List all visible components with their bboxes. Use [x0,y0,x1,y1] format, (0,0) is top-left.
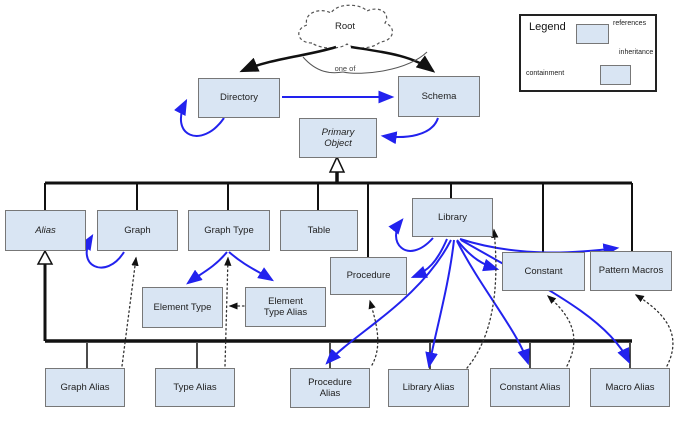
edge-library-constant [456,239,500,272]
one-of-label: one of [334,64,356,73]
node-library-alias: Library Alias [388,369,469,407]
node-table: Table [280,210,358,251]
edge-library-constantalias [456,240,530,366]
node-procedure: Procedure [330,257,407,295]
node-graph-type: Graph Type [188,210,270,251]
node-type-alias: Type Alias [155,368,235,407]
node-macro-alias: Macro Alias [590,368,670,407]
inheritance-bus-primary [44,171,633,258]
node-constant: Constant [502,252,585,291]
root-cloud [298,4,393,49]
edge-directory-selfloop [174,98,225,137]
legend-sample-box-top [576,24,609,44]
node-graph: Graph [97,210,178,251]
node-directory: Directory [198,78,280,118]
node-primary-object: Primary Object [299,118,377,158]
edge-graphtype-elementtype [186,251,228,285]
ref-graphalias-graph [121,256,139,367]
legend-label-inheritance: inheritance [619,49,654,56]
ref-typealias-graphtype [224,256,232,367]
inheritance-triangle-alias [36,249,54,265]
legend-title: Legend [529,21,566,33]
edge-graphtype-elementtypealias [228,251,275,282]
edge-library-libraryalias [425,239,455,369]
node-library: Library [412,198,493,237]
node-pattern-macros: Pattern Macros [590,251,672,291]
inheritance-triangle-primary-object [328,155,346,173]
legend-label-references: references [613,20,647,27]
legend: Legend references inheritance containmen… [519,14,657,92]
node-graph-alias: Graph Alias [45,368,125,407]
node-element-type: Element Type [142,287,223,328]
legend-sample-box-bottom [600,65,631,85]
edge-library-procedurealias [325,239,452,365]
edge-library-procedure [410,238,448,278]
one-of-brace [302,51,428,74]
edge-schema-primary-object [380,117,439,145]
node-constant-alias: Constant Alias [490,368,570,407]
ref-procedurealias-procedure [368,299,379,366]
legend-label-containment: containment [526,70,565,77]
node-alias: Alias [5,210,86,251]
edge-graph-selfloop [79,233,125,269]
node-procedure-alias: Procedure Alias [290,368,370,408]
ref-macroalias-patternmacros [634,294,674,367]
edge-library-macroalias [460,239,631,365]
edge-library-selfloop [388,218,434,252]
reference-arrows [121,228,674,369]
root-label: Root [334,21,356,32]
node-element-type-alias: Element Type Alias [245,287,326,327]
node-schema: Schema [398,76,480,117]
ref-libraryalias-library [466,228,499,369]
root-choice-arrows [239,45,436,73]
ref-constantalias-constant [546,295,575,367]
